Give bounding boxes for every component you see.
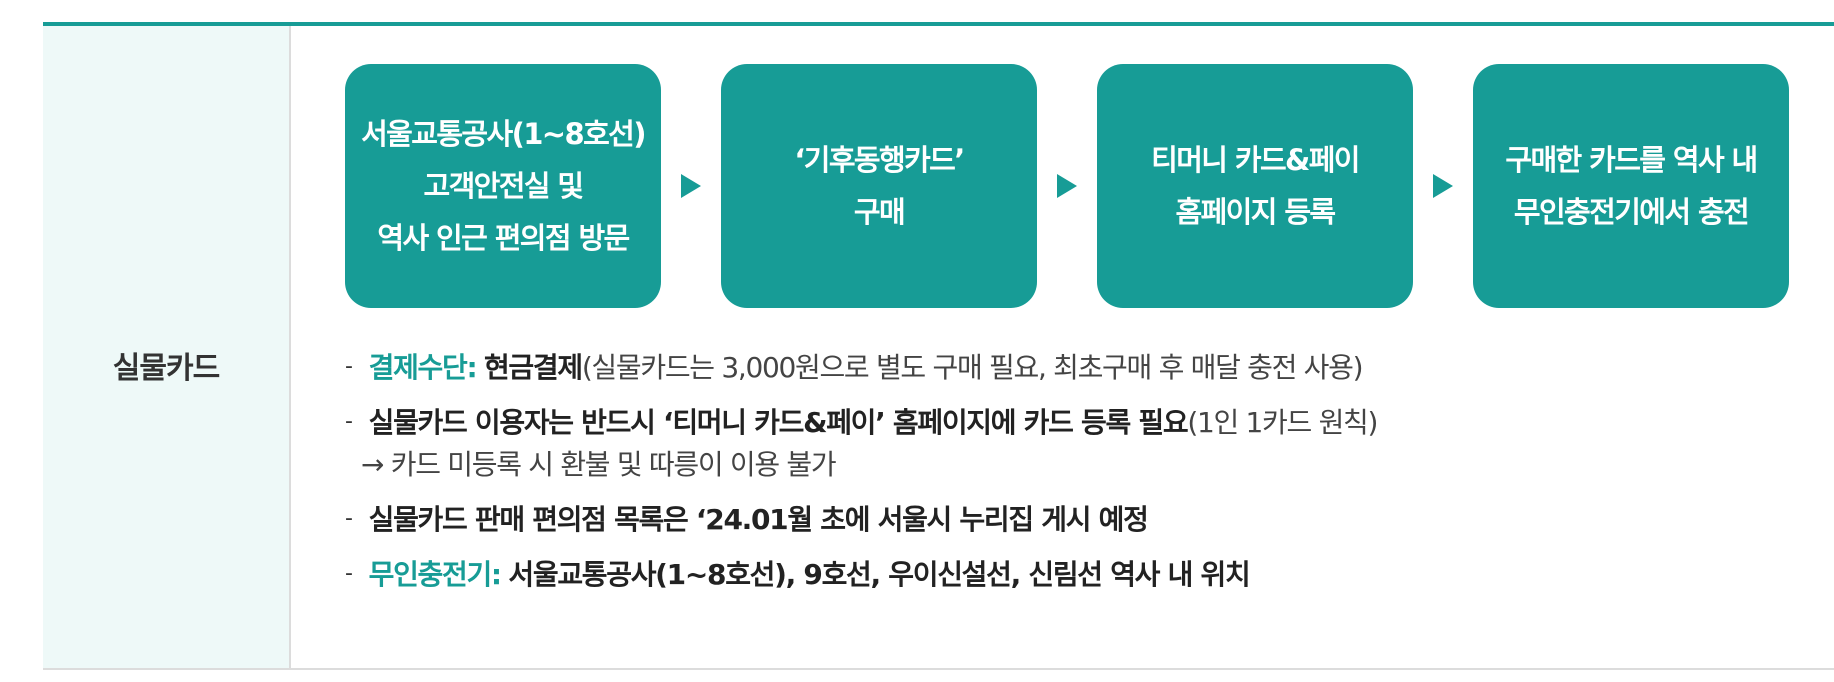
notes-list: - 결제수단: 현금결제(실물카드는 3,000원으로 별도 구매 필요, 최초…: [345, 346, 1378, 608]
store-list-text: 실물카드 판매 편의점 목록은 ‘24.01월 초에 서울시 누리집 게시 예정: [368, 503, 1149, 536]
charger-key: 무인충전기:: [368, 558, 503, 591]
step-label: 구매한 카드를 역사 내 무인충전기에서 충전: [1505, 143, 1758, 229]
bullet-dash: -: [345, 354, 353, 379]
note-payment: - 결제수단: 현금결제(실물카드는 3,000원으로 별도 구매 필요, 최초…: [345, 346, 1377, 389]
arrow-icon: [1037, 174, 1097, 198]
step-label: 티머니 카드&페이 홈페이지 등록: [1151, 143, 1360, 229]
info-table: 실물카드 서울교통공사(1~8호선) 고객안전실 및 역사 인근 편의점 방문 …: [43, 22, 1834, 670]
row-content-cell: 서울교통공사(1~8호선) 고객안전실 및 역사 인근 편의점 방문 ‘기후동행…: [291, 26, 1834, 668]
step-register-homepage: 티머니 카드&페이 홈페이지 등록: [1097, 64, 1413, 308]
register-text: 실물카드 이용자는 반드시 ‘티머니 카드&페이’ 홈페이지에 카드 등록 필요: [368, 406, 1189, 439]
payment-detail: (실물카드는 3,000원으로 별도 구매 필요, 최초구매 후 매달 충전 사…: [581, 351, 1364, 384]
bullet-dash: -: [345, 561, 353, 586]
step-label: ‘기후동행카드’ 구매: [794, 143, 965, 229]
step-visit-store: 서울교통공사(1~8호선) 고객안전실 및 역사 인근 편의점 방문: [345, 64, 661, 308]
step-label: 서울교통공사(1~8호선) 고객안전실 및 역사 인근 편의점 방문: [361, 117, 646, 255]
register-subnote: → 카드 미등록 시 환불 및 따릉이 이용 불가: [361, 448, 837, 481]
arrow-icon: [1413, 174, 1473, 198]
payment-value: 현금결제: [483, 351, 583, 384]
arrow-icon: [661, 174, 721, 198]
step-buy-card: ‘기후동행카드’ 구매: [721, 64, 1037, 308]
row-header-cell: 실물카드: [43, 26, 291, 668]
bullet-dash: -: [345, 506, 353, 531]
row-header-label: 실물카드: [112, 351, 220, 386]
charger-value: 서울교통공사(1~8호선), 9호선, 우이신설선, 신림선 역사 내 위치: [508, 558, 1250, 591]
note-register: - 실물카드 이용자는 반드시 ‘티머니 카드&페이’ 홈페이지에 카드 등록 …: [345, 401, 1378, 486]
register-detail: (1인 1카드 원칙): [1187, 406, 1378, 439]
note-store-list: - 실물카드 판매 편의점 목록은 ‘24.01월 초에 서울시 누리집 게시 …: [345, 498, 1377, 541]
process-steps: 서울교통공사(1~8호선) 고객안전실 및 역사 인근 편의점 방문 ‘기후동행…: [345, 64, 1789, 308]
payment-key: 결제수단:: [368, 351, 478, 384]
step-charge-card: 구매한 카드를 역사 내 무인충전기에서 충전: [1473, 64, 1789, 308]
bullet-dash: -: [345, 409, 353, 434]
note-charger: - 무인충전기: 서울교통공사(1~8호선), 9호선, 우이신설선, 신림선 …: [345, 553, 1377, 596]
